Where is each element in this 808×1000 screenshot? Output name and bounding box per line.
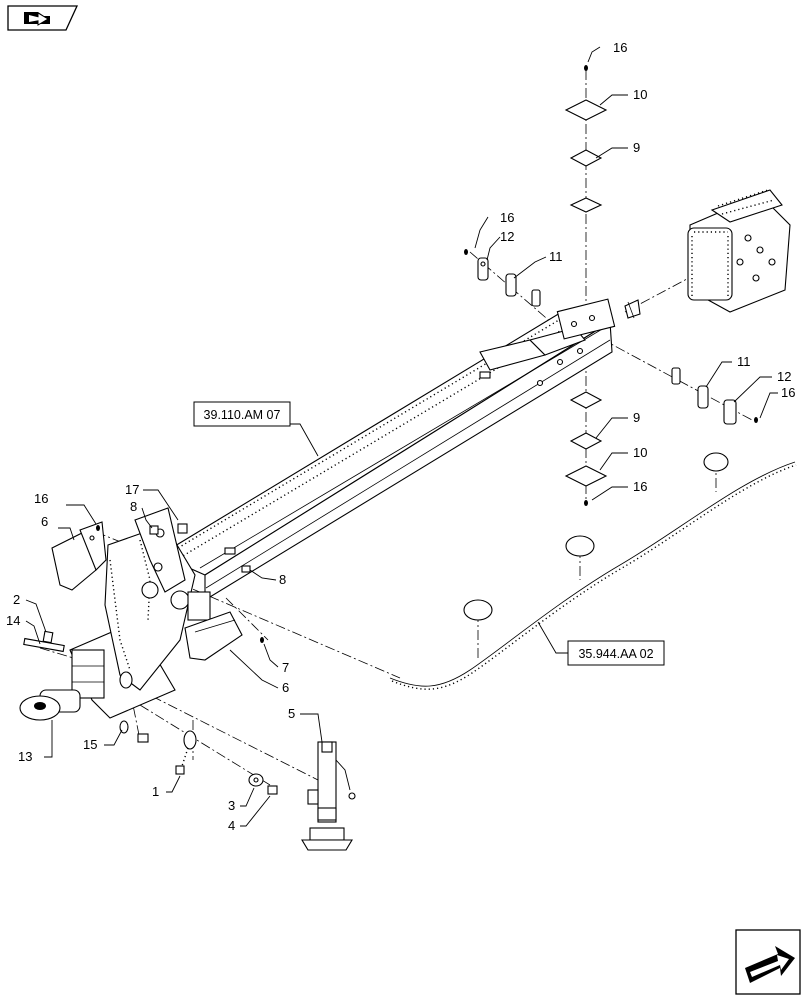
bolt-part-7 (260, 637, 264, 643)
callout-7: 7 (282, 660, 289, 675)
reference-frame-border (193, 401, 291, 427)
reference-harness-border (567, 640, 665, 666)
callout-2: 2 (13, 592, 20, 607)
callout-16: 16 (34, 491, 48, 506)
next-page-button[interactable] (735, 929, 801, 995)
pad-part-9-top (569, 149, 603, 167)
leader-lines (25, 46, 778, 827)
bracket-part-11-right (697, 385, 709, 409)
callout-10: 10 (633, 87, 647, 102)
bracket-extra-right (671, 367, 681, 385)
callout-11: 11 (737, 354, 751, 369)
callout-15: 15 (83, 737, 97, 752)
callout-16: 16 (613, 40, 627, 55)
washer-part-3 (248, 773, 264, 787)
callout-13: 13 (18, 749, 32, 764)
fitting-part-17 (177, 523, 188, 534)
bracket-part-12-left (477, 257, 489, 281)
callout-16: 16 (781, 385, 795, 400)
callout-16: 16 (500, 210, 514, 225)
jack-stand-part-5 (301, 741, 356, 851)
shield-part-6-left (51, 521, 107, 591)
reference-frame-box[interactable]: 39.110.AM 07 (193, 401, 291, 427)
gearbox-assembly (624, 189, 791, 319)
nut-part-8-upper (149, 525, 159, 535)
bracket-extra-left (531, 289, 541, 307)
callout-16: 16 (633, 479, 647, 494)
bolt-part-16-top (584, 65, 588, 71)
bolt-part-14 (23, 630, 65, 653)
bolt-part-16-hitch (96, 525, 100, 531)
reference-harness-box[interactable]: 35.944.AA 02 (567, 640, 665, 666)
bolt-part-16-bottom (584, 500, 588, 506)
bracket-part-12-right (723, 399, 737, 425)
pad-part-9-bottom (569, 432, 603, 450)
callout-11: 11 (549, 249, 563, 264)
arrow-forward-icon (745, 946, 795, 983)
callout-10: 10 (633, 445, 647, 460)
reference-harness-label: 35.944.AA 02 (578, 647, 653, 661)
nut-part-4 (267, 785, 278, 795)
main-frame-beam (158, 298, 616, 601)
wiring-harness (389, 452, 797, 690)
shield-part-6-right (184, 611, 243, 661)
pad-plate-mid (569, 391, 603, 409)
callout-8: 8 (130, 499, 137, 514)
callout-17: 17 (125, 482, 139, 497)
hitch-assembly (69, 507, 211, 719)
callout-6: 6 (282, 680, 289, 695)
callout-14: 14 (6, 613, 20, 628)
callout-5: 5 (288, 706, 295, 721)
callout-9: 9 (633, 410, 640, 425)
washer-part-15 (119, 720, 149, 743)
callout-9: 9 (633, 140, 640, 155)
pad-part-10-bottom (564, 465, 608, 487)
pad-plate-top (569, 197, 603, 213)
callout-1: 1 (152, 784, 159, 799)
callout-12: 12 (500, 229, 514, 244)
hitch-clevis-part-13 (19, 689, 81, 721)
callout-labels: 16 10 9 16 12 11 11 12 16 9 10 16 16 6 1… (6, 40, 795, 833)
pad-part-10-top (564, 99, 608, 121)
callout-6: 6 (41, 514, 48, 529)
safety-chain-part-1 (175, 730, 197, 775)
callout-4: 4 (228, 818, 235, 833)
reference-frame-label: 39.110.AM 07 (204, 408, 281, 422)
bolt-part-16-left (464, 249, 468, 255)
callout-3: 3 (228, 798, 235, 813)
nut-part-8-lower (241, 565, 251, 573)
arrow-back-icon (24, 12, 50, 26)
prev-page-button[interactable] (7, 5, 79, 31)
callout-12: 12 (777, 369, 791, 384)
bracket-part-11-left (505, 273, 517, 297)
bolt-part-16-right (754, 417, 758, 423)
callout-8: 8 (279, 572, 286, 587)
